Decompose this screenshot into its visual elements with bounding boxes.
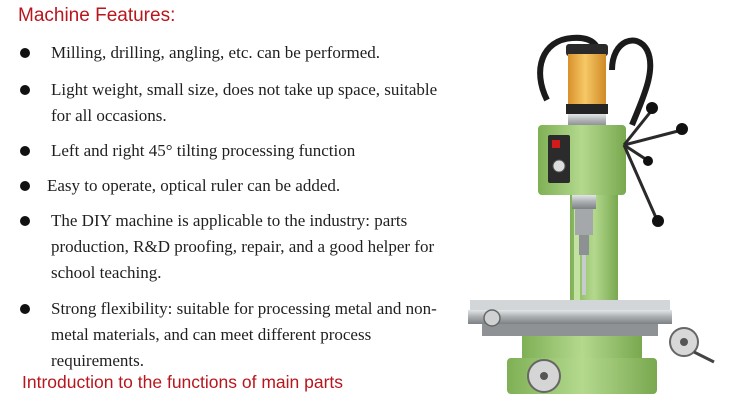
bullet-icon	[20, 85, 30, 95]
feature-item: Left and right 45° tilting processing fu…	[20, 138, 450, 164]
bullet-icon	[20, 146, 30, 156]
feature-text: Strong flexibility: suitable for process…	[51, 299, 437, 370]
bullet-icon	[20, 181, 30, 191]
feature-item: The DIY machine is applicable to the ind…	[20, 208, 450, 286]
feature-item: Strong flexibility: suitable for process…	[20, 296, 450, 374]
feature-text: Light weight, small size, does not take …	[51, 80, 438, 125]
main-parts-heading: Introduction to the functions of main pa…	[22, 372, 344, 392]
bullet-icon	[20, 216, 30, 226]
mini-milling-machine-icon	[462, 30, 732, 410]
bullet-icon	[20, 48, 30, 58]
feature-text: Milling, drilling, angling, etc. can be …	[51, 43, 381, 62]
feature-text: The DIY machine is applicable to the ind…	[51, 211, 435, 282]
feature-text: Easy to operate, optical ruler can be ad…	[47, 176, 341, 195]
feature-item: Milling, drilling, angling, etc. can be …	[20, 40, 450, 66]
feature-item: Light weight, small size, does not take …	[20, 77, 450, 129]
feature-list: Milling, drilling, angling, etc. can be …	[20, 40, 450, 374]
machine-features-heading: Machine Features:	[18, 5, 176, 26]
feature-item: Easy to operate, optical ruler can be ad…	[20, 173, 450, 199]
bullet-icon	[20, 304, 30, 314]
feature-text: Left and right 45° tilting processing fu…	[51, 141, 356, 160]
